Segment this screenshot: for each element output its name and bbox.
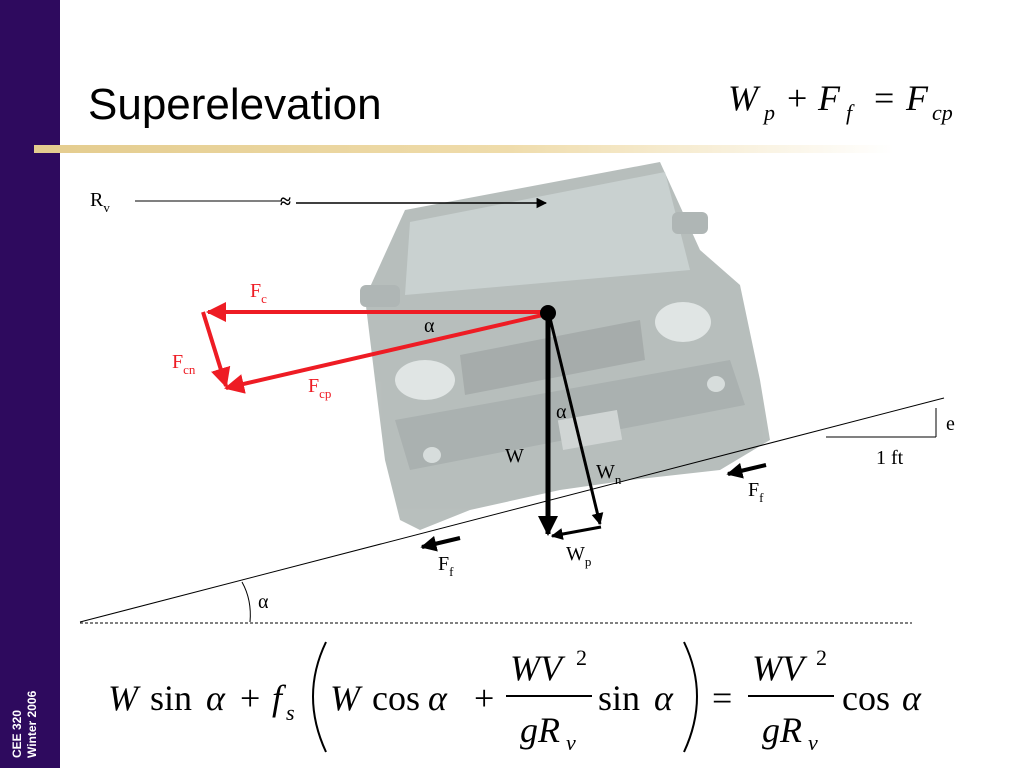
slope-angle-arc bbox=[241, 581, 251, 623]
svg-text:F: F bbox=[817, 78, 841, 118]
weight-w-label: W bbox=[505, 445, 524, 467]
svg-text:α: α bbox=[428, 678, 448, 718]
vehicle-mirror-right bbox=[672, 212, 708, 234]
svg-text:α: α bbox=[654, 678, 674, 718]
title-divider bbox=[34, 145, 894, 153]
svg-text:F: F bbox=[905, 78, 929, 118]
paren-left bbox=[312, 641, 327, 753]
svg-text:p: p bbox=[762, 100, 775, 125]
weight-wp-label: Wp bbox=[566, 543, 591, 569]
svg-text:gR: gR bbox=[520, 710, 560, 750]
vehicle-headlight-right bbox=[655, 302, 711, 342]
svg-text:cp: cp bbox=[932, 100, 953, 125]
weight-wp-arrow bbox=[550, 525, 602, 540]
force-fcn-arrow bbox=[201, 311, 231, 388]
svg-text:f: f bbox=[272, 678, 287, 718]
angle-alpha-upper: α bbox=[424, 315, 435, 337]
friction-right-arrow bbox=[726, 462, 767, 479]
svg-text:sin: sin bbox=[150, 678, 192, 718]
svg-text:sin: sin bbox=[598, 678, 640, 718]
force-fcp-arrow bbox=[224, 312, 548, 394]
svg-text:2: 2 bbox=[576, 645, 587, 670]
vehicle-illustration bbox=[360, 162, 770, 530]
svg-text:v: v bbox=[808, 730, 818, 755]
slope-angle-label: α bbox=[258, 591, 269, 613]
friction-right-label: Ff bbox=[748, 479, 764, 505]
svg-text:W: W bbox=[108, 678, 141, 718]
force-fcn-label: Fcn bbox=[172, 351, 196, 377]
svg-text:α: α bbox=[902, 678, 922, 718]
weight-wn-arrow bbox=[548, 317, 604, 526]
force-fcp-label: Fcp bbox=[308, 375, 331, 401]
weight-wn-label: Wn bbox=[596, 461, 622, 487]
friction-left-label: Ff bbox=[438, 553, 454, 579]
paren-right bbox=[683, 641, 698, 753]
radius-break-symbol: ≈ bbox=[280, 191, 291, 213]
vehicle-windshield bbox=[405, 172, 690, 295]
svg-text:v: v bbox=[566, 730, 576, 755]
svg-text:gR: gR bbox=[762, 710, 802, 750]
svg-text:W: W bbox=[330, 678, 363, 718]
svg-text:W: W bbox=[728, 78, 761, 118]
equation-top: W p + F f = F cp bbox=[728, 78, 953, 125]
svg-text:α: α bbox=[206, 678, 226, 718]
svg-text:WV: WV bbox=[510, 648, 566, 688]
svg-text:=: = bbox=[712, 678, 732, 718]
page-title: Superelevation bbox=[88, 80, 382, 129]
vehicle-fog-right bbox=[707, 376, 725, 392]
svg-text:+: + bbox=[474, 678, 494, 718]
svg-text:cos: cos bbox=[842, 678, 890, 718]
friction-left-arrow bbox=[420, 535, 461, 552]
center-of-gravity-dot bbox=[540, 305, 556, 321]
vehicle-fog-left bbox=[423, 447, 441, 463]
force-fc-label: Fc bbox=[250, 280, 267, 306]
vehicle-grille bbox=[460, 320, 645, 395]
svg-text:f: f bbox=[846, 100, 855, 125]
sidebar-bar: CEE 320 Winter 2006 bbox=[0, 0, 60, 768]
road-slope-line bbox=[79, 397, 945, 623]
svg-text:cos: cos bbox=[372, 678, 420, 718]
svg-text:s: s bbox=[286, 700, 295, 725]
vehicle-headlight-left bbox=[395, 360, 455, 400]
slope-rise-label: e bbox=[946, 413, 955, 435]
svg-text:2: 2 bbox=[816, 645, 827, 670]
vehicle-mirror-left bbox=[360, 285, 400, 307]
vehicle-bumper bbox=[395, 360, 745, 470]
slope-run-label: 1 ft bbox=[876, 447, 904, 469]
svg-text:+: + bbox=[787, 78, 807, 118]
equation-bottom: W sin α + f s W cos α + WV 2 gR v sin α … bbox=[108, 641, 922, 755]
svg-text:+: + bbox=[240, 678, 260, 718]
svg-text:WV: WV bbox=[752, 648, 808, 688]
angle-alpha-lower: α bbox=[556, 401, 567, 423]
svg-text:=: = bbox=[874, 78, 894, 118]
radius-label: Rv bbox=[90, 189, 110, 215]
